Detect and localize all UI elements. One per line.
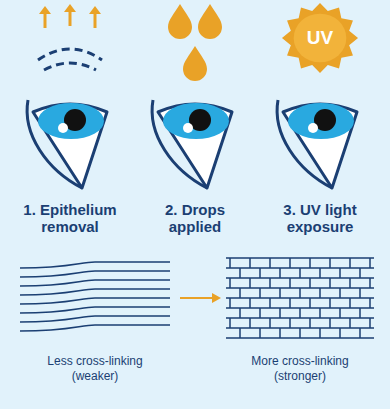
mesh-label: More cross-linking (stronger) xyxy=(235,354,365,384)
step-label: 2. Drops applied xyxy=(145,201,245,235)
sun-shape: UV xyxy=(281,2,359,74)
mesh-label: Less cross-linking (weaker) xyxy=(35,354,155,384)
step-label: 1. Epithelium removal xyxy=(15,201,125,235)
sun-text: UV xyxy=(281,27,359,49)
step-label: 3. UV light exposure xyxy=(265,201,375,235)
